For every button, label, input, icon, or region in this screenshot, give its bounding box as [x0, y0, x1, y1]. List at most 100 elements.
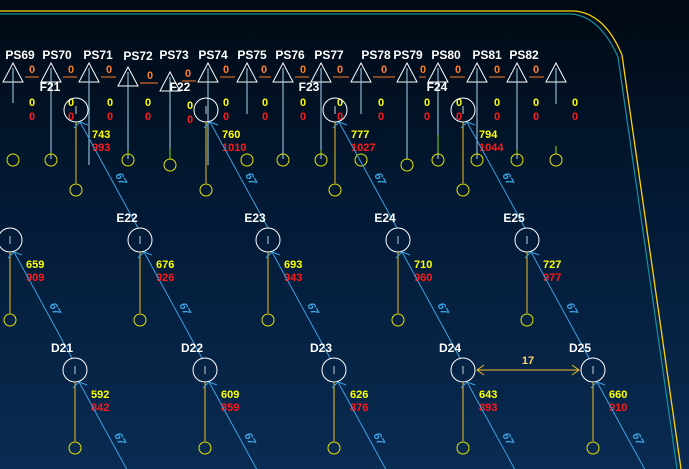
f-link-line [338, 121, 398, 229]
e-value-red: 926 [156, 272, 174, 284]
d-link-line [596, 381, 646, 469]
arrow-tick [202, 381, 210, 389]
reading-red: 0 [187, 114, 193, 126]
flow-value: 0 [68, 64, 74, 76]
reading-yellow: 0 [68, 97, 74, 109]
d-value-yellow: 609 [221, 389, 239, 401]
arrow-tick [265, 251, 273, 259]
load-circle-icon [549, 153, 563, 167]
reading-red: 0 [456, 111, 462, 123]
load-circle-icon [44, 153, 58, 167]
load-circle-icon [240, 153, 254, 167]
e-value-red: 960 [414, 272, 432, 284]
e-link-line [401, 251, 461, 359]
reading-red: 0 [29, 111, 35, 123]
arrow-tick [332, 121, 340, 129]
d-load-circle-icon [456, 441, 470, 455]
f-link-line [466, 121, 526, 229]
reading-yellow: 0 [494, 97, 500, 109]
e-node-label: E22 [116, 211, 138, 225]
arrow-tick [590, 381, 598, 389]
f-load-circle-icon [456, 183, 470, 197]
arrow-tick [466, 381, 476, 386]
f-value-red: 1044 [479, 142, 504, 154]
load-circle-icon [6, 153, 20, 167]
reading-yellow: 0 [107, 97, 113, 109]
ps-label: PS78 [361, 48, 391, 62]
arrow-tick [72, 381, 80, 389]
arrow-tick [337, 381, 347, 386]
ps-label: PS71 [83, 48, 113, 62]
reading-yellow: 0 [187, 100, 193, 112]
d-link-line [78, 381, 128, 469]
arrow-tick [143, 251, 153, 256]
arrow-tick [524, 251, 532, 259]
arrow-tick [530, 251, 540, 256]
e-load-circle-icon [3, 313, 17, 327]
arrow-tick [460, 381, 468, 389]
f-node-label: F23 [299, 80, 320, 94]
f-node-label: F22 [170, 80, 191, 94]
ps-label: PS69 [5, 48, 35, 62]
arrow-tick [209, 121, 219, 126]
e-value-yellow: 659 [26, 259, 44, 271]
ps-label: PS77 [314, 48, 344, 62]
load-circle-icon [314, 153, 328, 167]
d-link-line [466, 381, 516, 469]
e-value-yellow: 693 [284, 259, 302, 271]
e-link-line [530, 251, 590, 359]
e-node-label: E24 [374, 211, 396, 225]
flow-value: 0 [147, 70, 153, 82]
e-load-circle-icon [520, 313, 534, 327]
flow-value: 0 [381, 64, 387, 76]
arrow-tick [271, 251, 281, 256]
load-circle-icon [510, 153, 524, 167]
flow-value: 0 [455, 64, 461, 76]
flow-value: 0 [494, 64, 500, 76]
reading-yellow: 0 [456, 97, 462, 109]
reading-red: 0 [145, 111, 151, 123]
ps-label: PS79 [393, 48, 423, 62]
arrow-tick [338, 121, 348, 126]
e-node-circle [0, 227, 23, 253]
tie-label: 17 [522, 355, 534, 367]
e-value-yellow: 676 [156, 259, 174, 271]
d-value-red: 910 [609, 402, 627, 414]
reading-yellow: 0 [378, 97, 384, 109]
arrow-tick [203, 121, 211, 129]
ps-label: PS73 [159, 48, 189, 62]
reading-red: 0 [223, 111, 229, 123]
reading-red: 0 [300, 111, 306, 123]
flow-value: 0 [29, 64, 35, 76]
load-circle-icon [121, 153, 135, 167]
d-load-circle-icon [198, 441, 212, 455]
arrow-tick [395, 251, 403, 259]
e-value-red: 977 [543, 272, 561, 284]
ps-label: PS72 [123, 49, 153, 63]
e-load-circle-icon [391, 313, 405, 327]
d-node-label: D24 [439, 341, 461, 355]
reading-yellow: 0 [262, 97, 268, 109]
f-value-yellow: 743 [92, 129, 110, 141]
arrow-tick [460, 121, 468, 129]
arrow-tick [401, 251, 411, 256]
f-value-yellow: 794 [479, 129, 498, 141]
e-value-red: 909 [26, 272, 44, 284]
load-circle-icon [470, 153, 484, 167]
e-link-line [143, 251, 203, 359]
reading-yellow: 0 [424, 97, 430, 109]
e-load-circle-icon [261, 313, 275, 327]
reading-red: 0 [572, 111, 578, 123]
ps-label: PS74 [198, 48, 228, 62]
d-node-label: D21 [51, 341, 73, 355]
arrow-tick [596, 381, 606, 386]
f-node-label: F24 [427, 80, 448, 94]
reading-red: 0 [424, 111, 430, 123]
e-load-circle-icon [133, 313, 147, 327]
reading-yellow: 0 [533, 97, 539, 109]
reading-yellow: 0 [572, 97, 578, 109]
reading-red: 0 [378, 111, 384, 123]
arrow-tick [7, 251, 15, 259]
f-value-red: 1010 [222, 142, 246, 154]
e-node-label: E23 [244, 211, 266, 225]
